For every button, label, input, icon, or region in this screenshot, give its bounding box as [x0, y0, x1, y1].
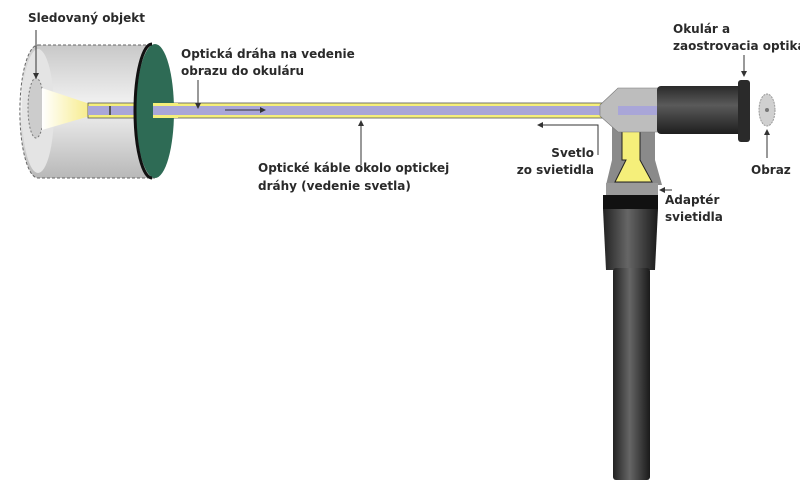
- label-eyepiece-2: zaostrovacia optika: [673, 39, 800, 53]
- light-cone: [42, 88, 90, 130]
- label-optical-path-2: obrazu do okuláru: [181, 64, 304, 78]
- light-connector: [603, 117, 662, 480]
- label-cables-1: Optické káble okolo optickej: [258, 161, 449, 175]
- image-disc: [758, 93, 776, 127]
- label-eyepiece-1: Okulár a: [673, 22, 730, 36]
- label-observed-object: Sledovaný objekt: [28, 11, 145, 25]
- label-light-2: zo svietidla: [517, 163, 594, 177]
- light-direction-arrow: [537, 122, 599, 155]
- label-image: Obraz: [751, 163, 791, 177]
- label-adapter-1: Adaptér: [665, 193, 719, 207]
- eyepiece: [599, 80, 750, 142]
- label-cables-2: dráhy (vedenie svetla): [258, 179, 411, 193]
- observed-cavity-cylinder: [19, 44, 156, 179]
- label-light-1: Svetlo: [551, 146, 594, 160]
- green-entry-disc: [133, 42, 178, 180]
- observed-object: [27, 77, 45, 139]
- scope-tube: [87, 102, 619, 119]
- label-optical-path-1: Optická dráha na vedenie: [181, 47, 355, 61]
- label-adapter-2: svietidla: [665, 210, 723, 224]
